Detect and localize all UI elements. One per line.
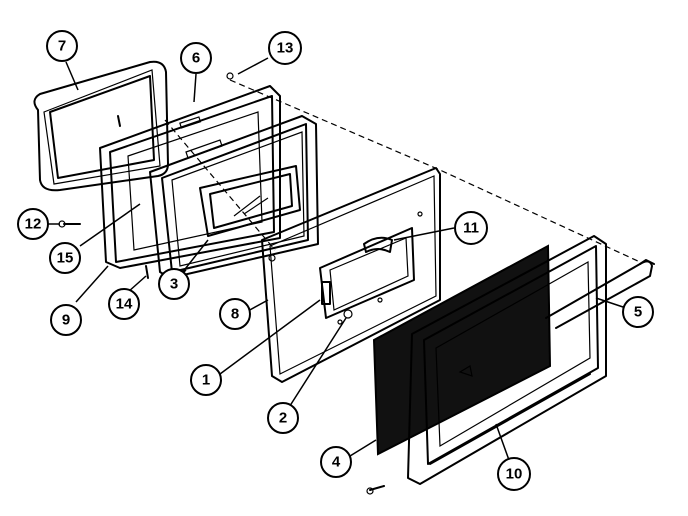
callout-14: 14 [108,288,140,320]
callout-8: 8 [219,298,251,330]
callout-10: 10 [497,457,531,491]
part-inner-door-panel [99,85,281,269]
svg-text:13: 13 [277,40,294,57]
part-window-assembly [149,115,319,279]
callout-3: 3 [158,268,190,300]
svg-text:6: 6 [192,50,200,67]
callout-4: 4 [320,446,352,478]
svg-text:14: 14 [116,296,133,313]
callout-12: 12 [17,208,49,240]
svg-text:12: 12 [25,216,42,233]
part-outer-door-panel [407,235,607,485]
callout-9: 9 [50,304,82,336]
callout-6: 6 [180,42,212,74]
alignment-guide-line [229,79,641,263]
callout-2: 2 [267,402,299,434]
svg-text:11: 11 [463,220,479,237]
leader-lines [48,57,627,475]
callout-7: 7 [46,30,78,62]
callout-5: 5 [622,296,654,328]
part-gasket-frame [33,60,169,192]
callout-1: 1 [190,364,222,396]
part-door-handle [545,259,655,329]
part-insulation-panel [372,244,552,456]
part-hinge [321,281,353,319]
part-screw-top [117,115,121,127]
svg-text:3: 3 [170,276,178,293]
svg-text:10: 10 [506,466,523,483]
svg-text:2: 2 [279,410,287,427]
svg-text:1: 1 [202,372,210,389]
part-latch-bracket [363,236,393,253]
callout-15: 15 [49,242,81,274]
part-screw-12 [58,220,81,228]
svg-text:4: 4 [332,454,341,471]
svg-text:15: 15 [57,250,74,267]
part-screw-bottom [366,485,385,495]
alignment-guide-line-2 [164,119,276,251]
svg-text:8: 8 [231,306,239,323]
part-screw-13 [226,72,234,80]
callout-13: 13 [268,31,302,65]
callout-11: 11 [454,211,488,245]
svg-text:5: 5 [634,304,642,321]
part-screw-14 [145,265,149,279]
svg-text:9: 9 [62,312,70,329]
svg-text:7: 7 [58,38,66,55]
